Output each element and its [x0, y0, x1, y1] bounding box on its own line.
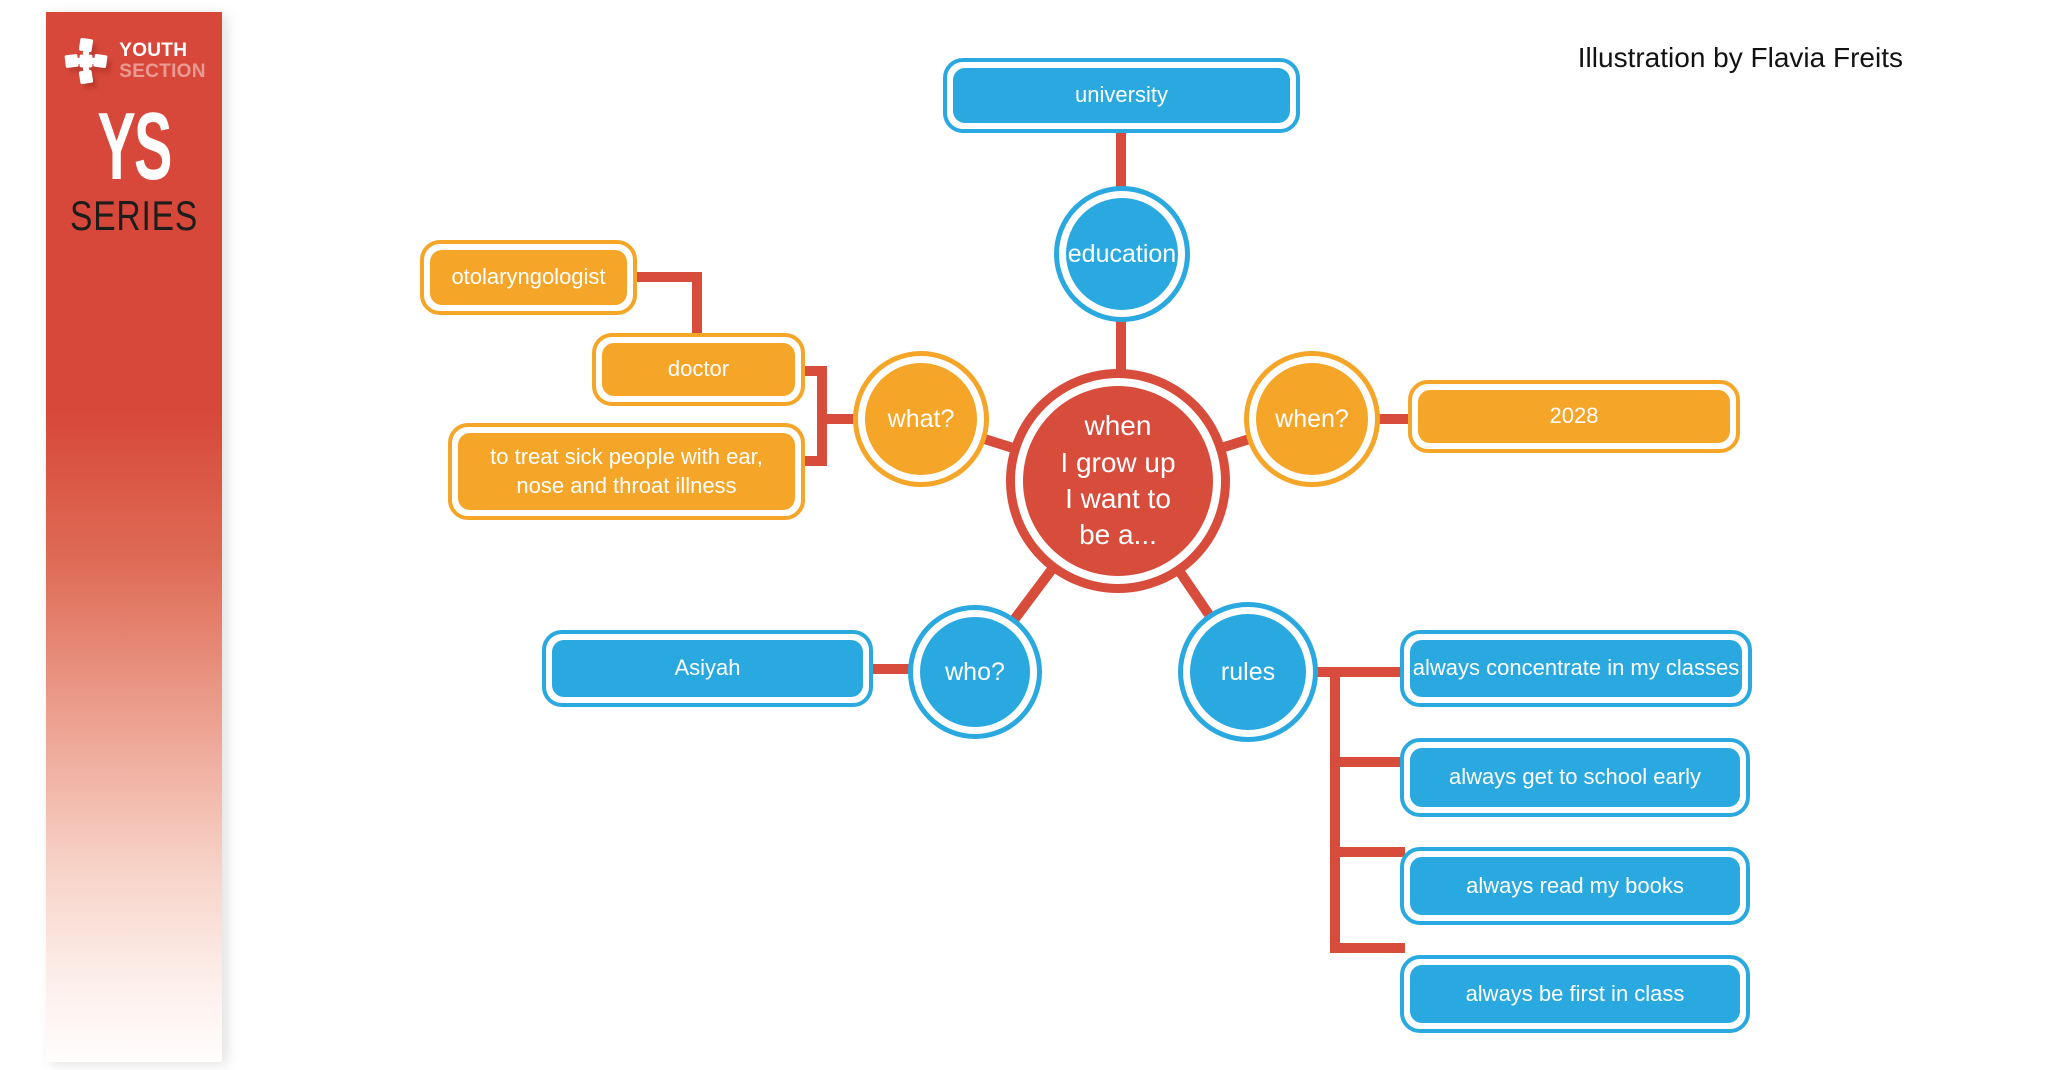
node-doctor-label: doctor [602, 343, 795, 396]
center-node-label: when I grow up I want to be a... [1023, 386, 1213, 576]
node-otolaryngologist: otolaryngologist [420, 240, 637, 315]
node-2028-label: 2028 [1418, 390, 1730, 443]
node-rule-2: always get to school early [1400, 738, 1750, 817]
node-university-label: university [953, 68, 1290, 123]
series-label: SERIES [69, 191, 199, 239]
logo-wordmark: YOUTH SECTION [119, 41, 206, 81]
node-rule-1-label: always concentrate in my classes [1410, 640, 1742, 697]
node-asiyah: Asiyah [542, 630, 873, 707]
node-rule-4: always be first in class [1400, 955, 1750, 1033]
series-initials: YS [97, 93, 172, 200]
branch-who-label: who? [920, 617, 1030, 727]
node-otolaryngologist-label: otolaryngologist [430, 250, 627, 305]
brand-sidebar: YOUTH SECTION YS SERIES [46, 12, 222, 1062]
illustration-credit: Illustration by Flavia Freits [1577, 42, 1903, 73]
node-rule-3: always read my books [1400, 847, 1750, 925]
branch-education-label: education [1066, 198, 1178, 310]
puzzle-icon [64, 37, 108, 85]
logo: YOUTH SECTION [62, 36, 206, 86]
connector-doctor-treat [790, 366, 827, 466]
node-rule-3-label: always read my books [1410, 857, 1740, 915]
branch-what-label: what? [865, 363, 977, 475]
branch-rules: rules [1178, 602, 1318, 742]
branch-when-label: when? [1256, 363, 1368, 475]
node-rule-2-label: always get to school early [1410, 748, 1740, 807]
center-node: when I grow up I want to be a... [1006, 369, 1230, 593]
node-doctor: doctor [592, 333, 805, 406]
node-rule-4-label: always be first in class [1410, 965, 1740, 1023]
node-2028: 2028 [1408, 380, 1740, 453]
branch-who: who? [908, 605, 1042, 739]
node-rule-1: always concentrate in my classes [1400, 630, 1752, 707]
branch-when: when? [1244, 351, 1380, 487]
node-treat-description-label: to treat sick people with ear, nose and … [458, 433, 795, 510]
branch-rules-label: rules [1190, 614, 1306, 730]
logo-word-top: YOUTH [119, 40, 188, 61]
branch-what: what? [853, 351, 989, 487]
node-asiyah-label: Asiyah [552, 640, 863, 697]
branch-education: education [1054, 186, 1190, 322]
node-university: university [943, 58, 1300, 133]
connector-otolaryngologist-doctor [628, 272, 702, 345]
node-treat-description: to treat sick people with ear, nose and … [448, 423, 805, 520]
logo-word-bottom: SECTION [119, 61, 206, 82]
